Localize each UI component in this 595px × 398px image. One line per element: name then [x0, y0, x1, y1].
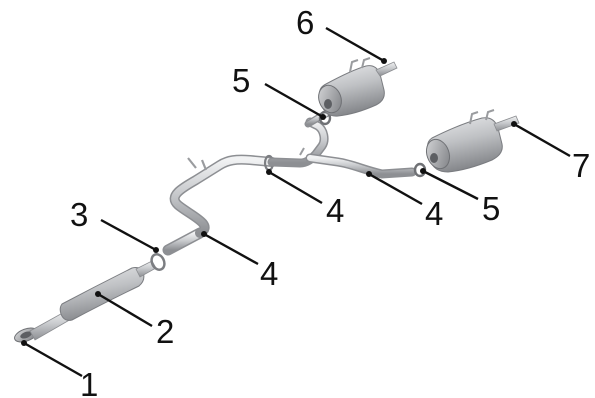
callout-1: 1: [21, 340, 98, 398]
callout-6: 6: [296, 4, 387, 64]
front-pipe-assembly: [14, 260, 157, 343]
callout-4-lower: 4: [201, 231, 278, 292]
callout-label-5-left: 5: [232, 62, 250, 99]
callout-label-7: 7: [572, 147, 590, 184]
callout-label-4-lower: 4: [260, 255, 278, 292]
callout-label-4-right: 4: [425, 195, 443, 232]
callout-label-6: 6: [296, 4, 314, 41]
callout-3: 3: [70, 196, 159, 253]
right-muffler: [425, 109, 520, 173]
left-muffler: [318, 57, 398, 117]
callout-label-5-right: 5: [482, 190, 500, 227]
callout-label-3: 3: [70, 196, 88, 233]
callout-5-right: 5: [420, 168, 500, 227]
callout-7: 7: [511, 121, 590, 184]
callout-4-right: 4: [366, 171, 443, 232]
callout-label-1: 1: [80, 366, 98, 398]
resonator-can: [59, 267, 145, 321]
callout-5-left: 5: [232, 62, 326, 120]
gasket: [150, 253, 166, 271]
callout-label-2: 2: [156, 313, 174, 350]
callout-2: 2: [95, 291, 174, 350]
callout-4-middle: 4: [266, 169, 344, 229]
intermediate-pipe: [162, 110, 417, 256]
callout-label-4-middle: 4: [326, 192, 344, 229]
